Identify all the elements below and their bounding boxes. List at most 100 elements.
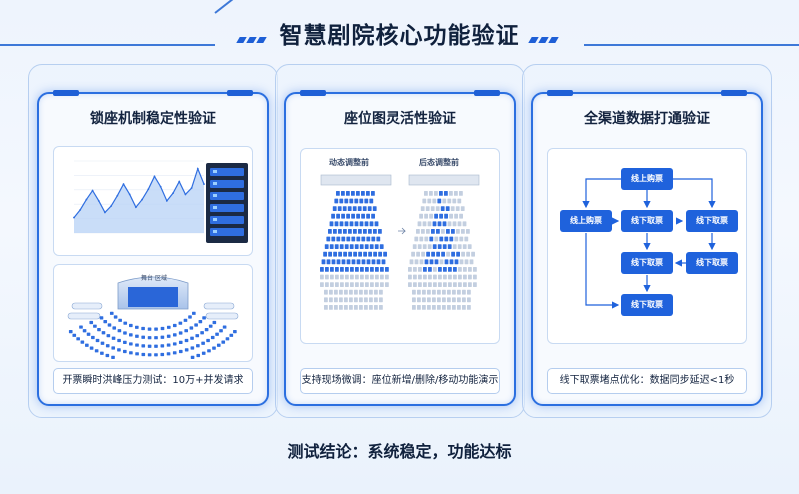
seat <box>365 267 369 272</box>
audience-seat <box>190 346 195 350</box>
seat <box>464 259 469 265</box>
audience-seat <box>123 331 127 335</box>
audience-seat <box>135 343 139 347</box>
seat <box>459 213 463 219</box>
seat <box>424 213 428 219</box>
seat <box>417 244 422 249</box>
seat <box>364 244 369 249</box>
seat <box>372 206 377 211</box>
audience-seat <box>112 326 117 330</box>
seat <box>422 305 426 310</box>
seat <box>427 289 431 295</box>
seat <box>462 297 466 303</box>
audience-seat <box>233 330 237 334</box>
seat <box>356 213 360 219</box>
seat <box>454 236 459 242</box>
audience-seat <box>160 344 165 348</box>
seat <box>408 267 412 272</box>
seat <box>416 229 420 234</box>
seat <box>381 259 386 265</box>
seat <box>325 274 329 280</box>
seat <box>337 206 342 211</box>
audience-seat <box>141 352 146 357</box>
panel-corner-cap <box>547 90 573 96</box>
seat <box>378 229 382 234</box>
seat-map-graphic <box>320 174 480 310</box>
seat <box>425 206 430 211</box>
chart-data-point <box>79 208 82 211</box>
seat <box>351 259 356 265</box>
seat <box>433 274 437 280</box>
audience-seat <box>147 353 152 357</box>
seat <box>422 198 427 204</box>
chart-data-point <box>141 198 143 201</box>
seat <box>414 236 419 242</box>
seat <box>457 198 462 204</box>
seat <box>448 282 452 287</box>
before-label: 动态调整前 <box>329 158 369 167</box>
seat <box>334 289 338 295</box>
seat <box>432 305 436 310</box>
audience-seat <box>210 335 215 340</box>
seat <box>344 297 348 303</box>
audience-seat <box>184 348 189 352</box>
seat <box>369 289 373 295</box>
seat <box>325 267 329 272</box>
seat <box>468 274 472 280</box>
seat <box>423 282 427 287</box>
seat <box>458 274 462 280</box>
seat <box>344 289 348 295</box>
seat <box>371 259 376 265</box>
seat <box>444 191 448 196</box>
seat <box>452 289 456 295</box>
seat <box>359 221 364 227</box>
seat <box>457 221 462 227</box>
seat <box>443 274 447 280</box>
audience-seat <box>212 320 217 325</box>
seat <box>383 251 387 257</box>
audience-seat <box>97 328 101 332</box>
seat <box>369 244 374 249</box>
seat <box>408 274 412 280</box>
chart-data-point <box>159 185 162 188</box>
audience-seat <box>76 337 80 341</box>
audience-seat <box>111 355 115 360</box>
audience-seat <box>216 343 221 347</box>
seat <box>437 289 441 295</box>
audience-seat <box>229 333 234 337</box>
seat <box>324 244 329 249</box>
seat <box>420 206 425 211</box>
panel-corner-cap <box>227 90 253 96</box>
seat <box>354 221 359 227</box>
seat <box>429 236 434 242</box>
seat <box>409 259 414 265</box>
audience-seat <box>129 351 133 355</box>
seat <box>463 267 467 272</box>
seat <box>462 289 466 295</box>
audience-seat <box>172 342 177 346</box>
audience-seat <box>178 331 183 335</box>
seat <box>343 229 347 234</box>
seat <box>447 297 451 303</box>
seat <box>429 191 433 196</box>
seat <box>324 305 328 310</box>
audience-seat <box>105 344 110 348</box>
seat <box>334 221 339 227</box>
seat <box>435 206 440 211</box>
seat <box>432 221 437 227</box>
seat <box>417 221 422 227</box>
seat <box>461 229 465 234</box>
seat <box>331 236 336 242</box>
seat <box>376 236 381 242</box>
seat <box>351 236 356 242</box>
seat <box>334 305 338 310</box>
chart-data-point <box>178 180 181 183</box>
seat <box>349 297 353 303</box>
seat <box>419 259 424 265</box>
seat <box>437 305 441 310</box>
seat <box>370 274 374 280</box>
seat <box>376 259 381 265</box>
audience-seat <box>172 323 177 328</box>
theatre-seating-box: 舞台 区域 <box>53 264 253 362</box>
seat <box>349 221 354 227</box>
